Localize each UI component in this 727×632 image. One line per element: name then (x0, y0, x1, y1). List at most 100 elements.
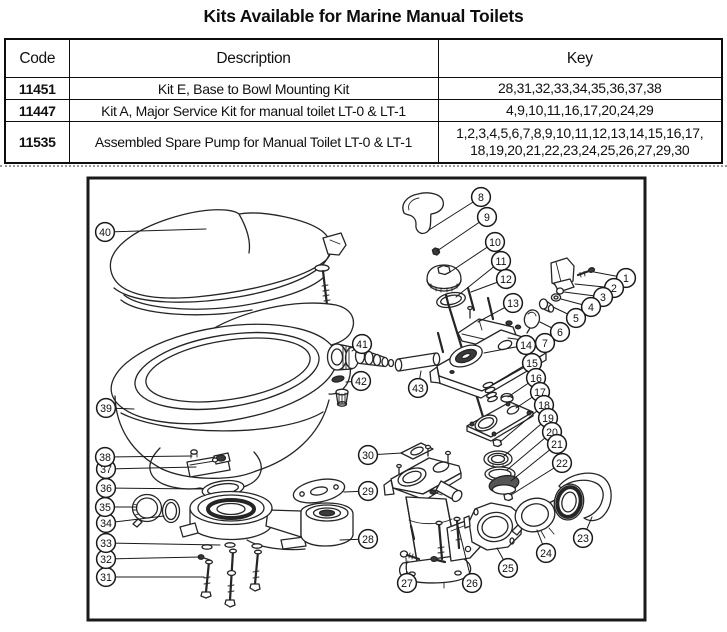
callout-circle-43 (407, 377, 429, 399)
callout-number-14: 14 (520, 340, 532, 352)
callout-33: 33 (95, 532, 221, 554)
callout-number-8: 8 (478, 192, 484, 204)
kit-key-numbers: 28,31,32,33,34,35,36,37,38 (437, 77, 723, 100)
callout-35: 35 (94, 496, 138, 518)
kit-key-numbers: 1,2,3,4,5,6,7,8,9,10,11,12,13,14,15,16,1… (437, 121, 723, 164)
callout-13: 13 (477, 292, 524, 323)
column-header-key: Key (437, 38, 723, 78)
base-housing-sketch (179, 490, 354, 608)
callout-number-3: 3 (600, 292, 606, 304)
callout-number-18: 18 (538, 400, 550, 412)
callout-25: 25 (496, 547, 519, 579)
callout-10: 10 (449, 231, 506, 273)
callout-circle-38 (94, 446, 116, 468)
callout-number-35: 35 (99, 502, 111, 514)
callout-number-22: 22 (556, 458, 568, 470)
callout-number-39: 39 (100, 403, 112, 415)
callout-number-30: 30 (362, 450, 374, 462)
callout-number-11: 11 (496, 256, 507, 268)
callout-number-5: 5 (573, 313, 579, 325)
callout-21: 21 (510, 433, 568, 482)
callout-18: 18 (499, 394, 555, 443)
callout-26: 26 (457, 525, 483, 594)
callout-number-27: 27 (401, 578, 413, 590)
perforation-line (0, 165, 727, 167)
callout-30: 30 (357, 444, 403, 466)
callout-36: 36 (95, 477, 204, 499)
callout-number-26: 26 (466, 578, 478, 590)
callout-number-19: 19 (542, 413, 554, 425)
callout-number-9: 9 (484, 212, 490, 224)
callout-38: 38 (94, 446, 193, 468)
callout-29: 29 (343, 480, 379, 502)
callout-24: 24 (535, 529, 557, 564)
callout-circle-39 (95, 397, 117, 419)
callout-40: 40 (94, 221, 207, 243)
pump-assembly-lower-sketch (383, 442, 482, 589)
callout-number-41: 41 (356, 339, 368, 351)
callout-circle-12 (495, 268, 517, 290)
toilet-seat-lid-sketch (109, 209, 347, 316)
callout-number-38: 38 (99, 452, 111, 464)
callout-number-6: 6 (557, 327, 563, 339)
callout-number-23: 23 (577, 533, 589, 545)
callout-number-1: 1 (623, 273, 629, 285)
kit-code: 11447 (4, 99, 70, 122)
valve-parts-cluster-sketch (523, 257, 596, 334)
callout-circle-28 (357, 528, 379, 550)
callout-circle-24 (535, 542, 557, 564)
kit-description: Assembled Spare Pump for Manual Toilet L… (68, 121, 439, 164)
callout-number-4: 4 (588, 302, 594, 314)
callout-6: 6 (539, 321, 571, 343)
callout-circle-6 (549, 321, 571, 343)
callout-circle-29 (357, 480, 379, 502)
callout-circle-42 (350, 370, 372, 392)
callout-41: 41 (351, 333, 373, 355)
callout-number-2: 2 (611, 283, 617, 295)
callout-circle-21 (546, 433, 568, 455)
kit-description: Kit A, Major Service Kit for manual toil… (68, 99, 439, 122)
callout-16: 16 (507, 367, 547, 398)
callout-5: 5 (552, 306, 587, 329)
callout-15: 15 (490, 352, 543, 387)
callout-number-32: 32 (100, 554, 112, 566)
callout-number-31: 31 (100, 572, 112, 584)
callout-42: 42 (345, 370, 372, 392)
toilet-bowl-sketch (110, 302, 355, 492)
callout-number-42: 42 (355, 376, 367, 388)
callout-number-36: 36 (100, 483, 112, 495)
callout-circle-5 (565, 307, 587, 329)
callout-8: 8 (428, 186, 492, 231)
discharge-fittings-sketch (463, 472, 612, 551)
callout-39: 39 (95, 397, 135, 419)
callout-number-29: 29 (362, 486, 374, 498)
inlet-spud-and-fittings-sketch (326, 343, 441, 407)
callout-31: 31 (95, 566, 205, 588)
pump-base-gasket-sketch (292, 478, 346, 504)
callout-9: 9 (436, 206, 498, 252)
callout-number-15: 15 (526, 358, 538, 370)
column-header-description: Description (68, 38, 439, 78)
base-seal-and-clamp-sketch (131, 449, 245, 528)
callout-number-43: 43 (412, 383, 424, 395)
callout-circle-40 (94, 221, 116, 243)
callout-circle-14 (515, 334, 537, 356)
callout-number-24: 24 (540, 548, 552, 560)
callout-28: 28 (339, 528, 379, 550)
callout-number-28: 28 (362, 534, 374, 546)
callout-circle-4 (580, 296, 602, 318)
callout-circle-13 (502, 292, 524, 314)
callout-circle-8 (470, 186, 492, 208)
callout-circle-25 (497, 557, 519, 579)
callout-number-40: 40 (99, 227, 111, 239)
column-header-code: Code (4, 38, 70, 78)
callout-32: 32 (95, 548, 201, 570)
callout-number-20: 20 (546, 427, 558, 439)
callout-23: 23 (572, 516, 594, 549)
